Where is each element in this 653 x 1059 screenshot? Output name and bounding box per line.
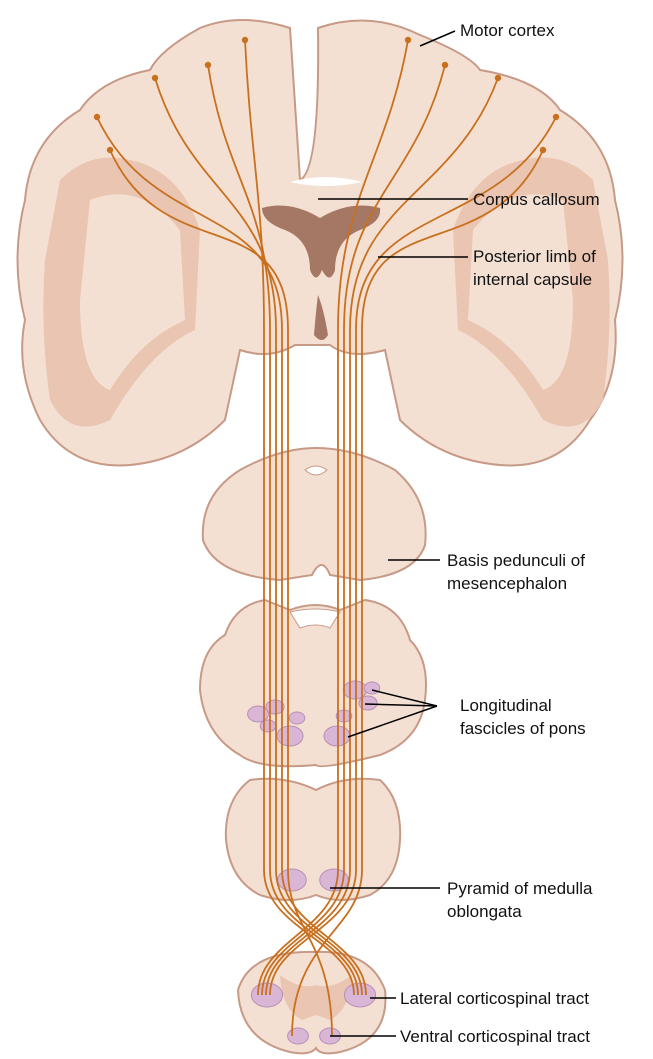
label-motor-cortex: Motor cortex [460, 21, 555, 40]
aqueduct [304, 465, 328, 476]
leader-fascicles-2 [364, 703, 438, 707]
neuron-cell-body [93, 113, 101, 121]
neuron-cell-body [494, 74, 502, 82]
neuron-cell-body [106, 146, 114, 154]
fiber [265, 77, 499, 996]
tract-bundle [276, 725, 304, 747]
label-line: Pyramid of medulla [447, 879, 593, 898]
tract-bundle [323, 725, 351, 747]
fiber [207, 64, 359, 996]
label-longitudinal-fascicles: Longitudinal fascicles of pons [460, 694, 586, 740]
label-lateral-tract: Lateral corticospinal tract [400, 989, 589, 1008]
neuron-cell-body [151, 74, 159, 82]
lateral-ventricles [262, 205, 381, 278]
fiber [291, 149, 544, 1037]
tract-bundle [343, 982, 377, 1008]
leader-fascicles-3 [347, 705, 438, 738]
tract-bundle [247, 705, 269, 723]
fiber [109, 149, 333, 1037]
label-pyramid: Pyramid of medulla oblongata [447, 877, 593, 923]
neuron-cell-body [404, 36, 412, 44]
neuron-cell-body [539, 146, 547, 154]
label-line: oblongata [447, 902, 522, 921]
label-line: fascicles of pons [460, 719, 586, 738]
label-line: Longitudinal [460, 696, 552, 715]
leader-lines [318, 30, 468, 1037]
tract-bundle [259, 719, 277, 733]
leader-motor-cortex [419, 30, 456, 47]
medulla-section [224, 777, 402, 901]
tract-bundle [358, 695, 378, 711]
fiber [96, 116, 367, 996]
corticospinal-fibers [93, 36, 560, 1037]
fiber [257, 39, 409, 996]
label-line: Posterior limb of [473, 247, 596, 266]
tract-bundle [342, 680, 368, 700]
label-ventral-tract: Ventral corticospinal tract [400, 1027, 590, 1046]
fiber [154, 77, 363, 996]
fiber [269, 116, 557, 996]
label-posterior-limb: Posterior limb of internal capsule [473, 245, 596, 291]
label-line: internal capsule [473, 270, 593, 289]
midbrain-section [201, 446, 427, 582]
fiber [244, 39, 355, 996]
neuron-cell-body [441, 61, 449, 69]
third-ventricle [314, 295, 328, 340]
neuron-cell-body [204, 61, 212, 69]
label-line: Basis pedunculi of [447, 551, 585, 570]
neuron-cell-body [552, 113, 560, 121]
callosum-gap [290, 177, 362, 186]
fourth-ventricle [289, 608, 341, 629]
tract-bundle [287, 1027, 309, 1045]
spinal-gray-matter [280, 975, 352, 1020]
label-corpus-callosum: Corpus callosum [473, 190, 600, 209]
white-matter-right [468, 194, 573, 390]
fiber [261, 64, 446, 996]
tract-bundle [288, 711, 306, 725]
white-matter-left [80, 194, 185, 390]
neuron-cell-body [241, 36, 249, 44]
label-basis-pedunculi: Basis pedunculi of mesencephalon [447, 549, 585, 595]
leader-fascicles-1 [371, 689, 438, 707]
label-line: mesencephalon [447, 574, 568, 593]
tract-bundle [363, 681, 381, 695]
